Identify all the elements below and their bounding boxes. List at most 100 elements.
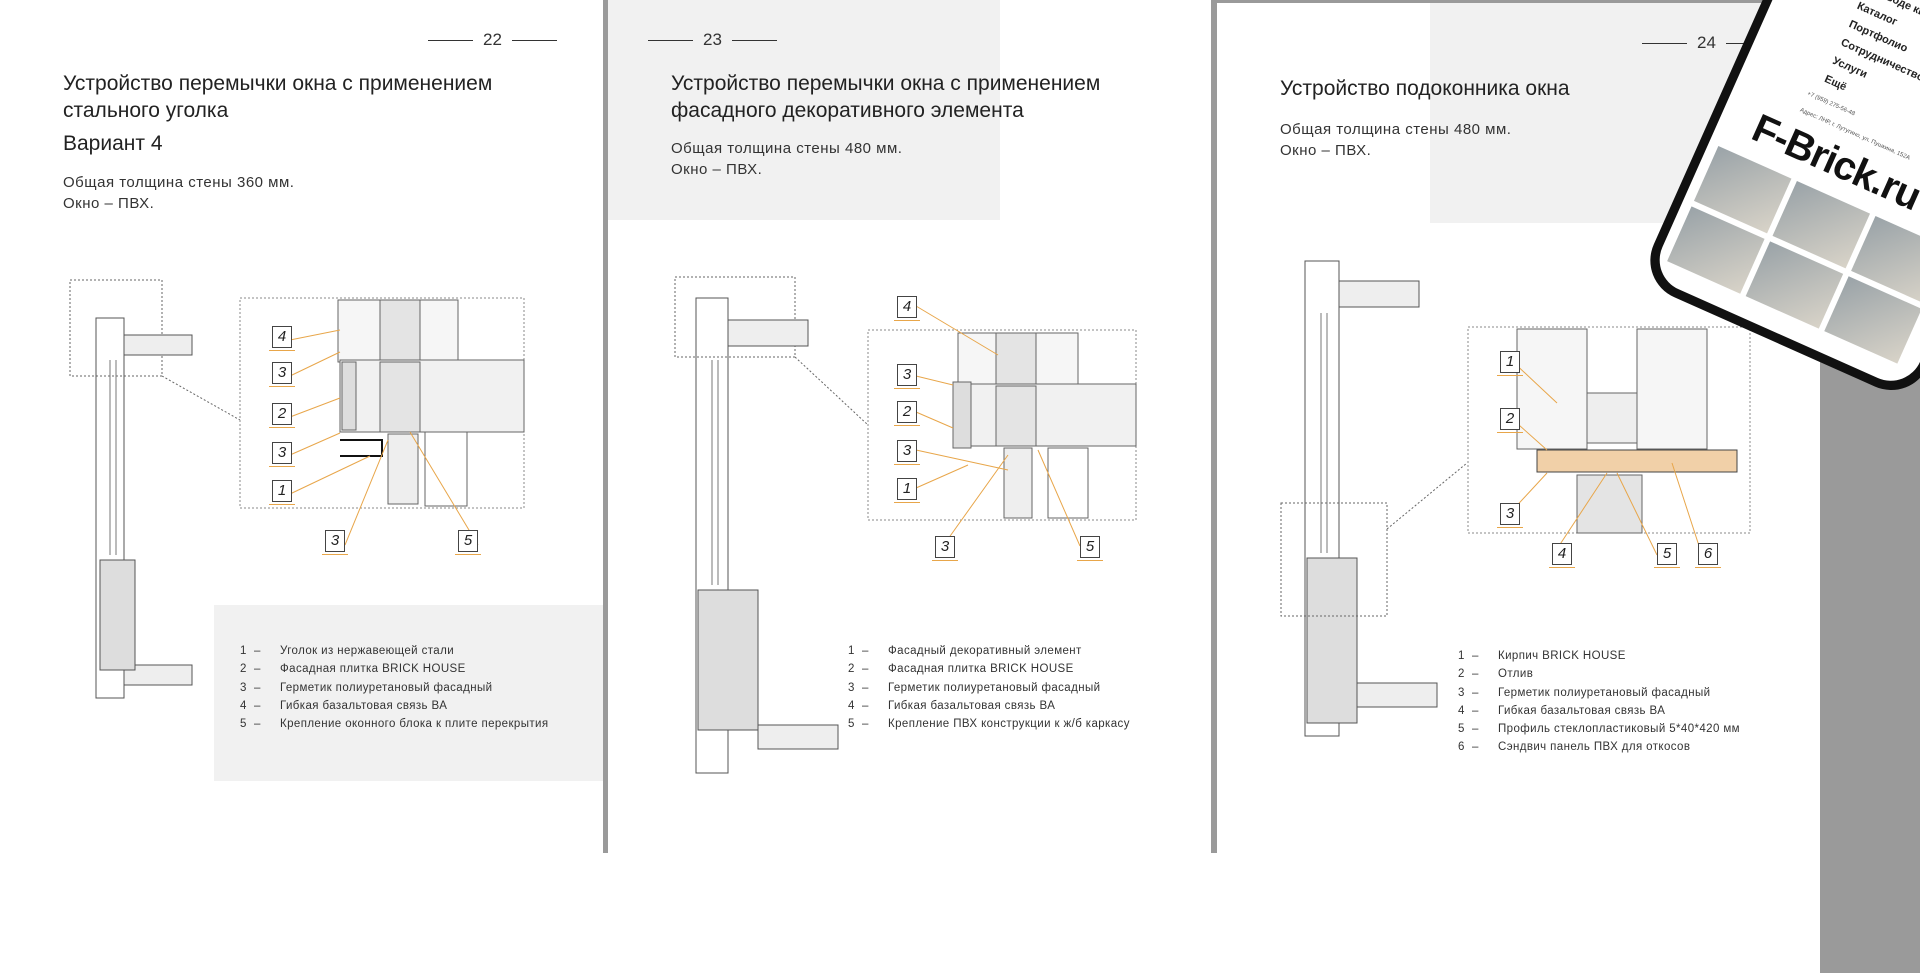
legend-item: 1 – Фасадный декоративный элемент [848,642,1130,660]
callout-5: 5 [1077,536,1103,561]
callout-3: 3 [269,362,295,387]
legend-item: 4 – Гибкая базальтовая связь ВА [240,697,549,715]
title-line: Устройство перемычки окна с применением [63,72,493,95]
description: Общая толщина стены 480 мм. Окно – ПВХ. [1280,119,1511,161]
legend-item: 3 – Герметик полиуретановый фасадный [240,679,549,697]
variant-label: Вариант 4 [63,132,163,155]
legend-num: 2 – [1458,668,1479,681]
page-number: 23 [648,30,777,50]
legend-num: 2 – [240,663,261,676]
page-number-text: 22 [483,30,502,49]
legend: 1 – Фасадный декоративный элемент 2 – Фаса… [848,642,1130,733]
legend-num: 1 – [1458,650,1479,662]
legend-text: Профиль стеклопластиковый 5*40*420 мм [1498,723,1740,736]
legend: 1 – Уголок из нержавеющей стали 2 – Фасадн… [240,642,549,733]
callout-4: 4 [1549,543,1575,568]
legend-num: 3 – [1458,686,1479,699]
callout-5: 5 [1654,543,1680,568]
legend-item: 1 – Кирпич BRICK HOUSE [1458,647,1740,665]
callout-5: 5 [455,530,481,555]
page-23: 23 Устройство перемычки окна с применени… [608,0,1211,853]
legend-item: 1 – Уголок из нержавеющей стали [240,642,549,660]
section-drawing [674,276,1137,774]
page-title: Устройство перемычки окна с применением с… [63,70,492,124]
callout-3: 3 [932,536,958,561]
legend-item: 2 – Фасадная плитка BRICK HOUSE [848,660,1130,678]
legend-text: Герметик полиуретановый фасадный [280,681,493,694]
page-22: 22 Устройство перемычки окна с применени… [0,0,604,853]
legend-num: 1 – [240,645,261,657]
description: Общая толщина стены 480 мм. Окно – ПВХ. [671,138,902,180]
legend-item: 2 – Фасадная плитка BRICK HOUSE [240,660,549,678]
legend-text: Гибкая базальтовая связь ВА [888,699,1056,712]
desc-line: Общая толщина стены 360 мм. [63,174,295,191]
page-divider [1211,0,1217,853]
legend-text: Крепление ПВХ конструкции к ж/б каркасу [888,718,1130,731]
legend-text: Гибкая базальтовая связь ВА [280,699,448,712]
callout-2: 2 [894,401,920,426]
callout-2: 2 [269,403,295,428]
legend-num: 4 – [240,699,261,712]
legend-text: Гибкая базальтовая связь ВА [1498,704,1666,717]
page-title: Устройство перемычки окна с применением ф… [671,70,1100,124]
callout-1: 1 [894,478,920,503]
description: Общая толщина стены 360 мм. Окно – ПВХ. [63,172,294,214]
callout-4: 4 [894,296,920,321]
callout-1: 1 [269,480,295,505]
callout-3: 3 [1497,503,1523,528]
legend-text: Отлив [1498,668,1534,681]
desc-line: Общая толщина стены 480 мм. [671,140,903,157]
legend-item: 4 – Гибкая базальтовая связь ВА [1458,702,1740,720]
legend: 1 – Кирпич BRICK HOUSE 2 – Отлив 3 – Гермет… [1458,647,1740,757]
legend-num: 3 – [848,681,869,694]
legend-text: Герметик полиуретановый фасадный [888,681,1101,694]
desc-line: Окно – ПВХ. [63,195,155,212]
legend-num: 5 – [1458,723,1479,736]
desc-line: Общая толщина стены 480 мм. [1280,121,1512,138]
section-drawing [69,279,525,699]
legend-num: 2 – [848,663,869,676]
title-line: Устройство перемычки окна с применением [671,72,1101,95]
page-24: 24 Устройство подоконника окна Общая тол… [1217,0,1820,853]
legend-item: 6 – Сэндвич панель ПВХ для откосов [1458,738,1740,756]
legend-num: 4 – [848,699,869,712]
legend-text: Герметик полиуретановый фасадный [1498,686,1711,699]
legend-text: Крепление оконного блока к плите перекры… [280,718,549,731]
title-line: Устройство подоконника окна [1280,77,1570,100]
desc-line: Окно – ПВХ. [671,161,763,178]
legend-text: Фасадная плитка BRICK HOUSE [888,663,1074,676]
legend-text: Уголок из нержавеющей стали [280,645,455,657]
callout-3: 3 [269,442,295,467]
legend-num: 3 – [240,681,261,694]
legend-num: 1 – [848,645,869,657]
title-line: фасадного декоративного элемента [671,99,1024,122]
callout-4: 4 [269,326,295,351]
legend-panel [214,605,604,781]
title-line: стального уголка [63,99,229,122]
callout-3: 3 [894,440,920,465]
legend-num: 5 – [240,718,261,731]
legend-item: 5 – Крепление оконного блока к плите пере… [240,715,549,733]
legend-text: Фасадный декоративный элемент [888,645,1082,657]
callout-3: 3 [322,530,348,555]
header-panel [608,0,1000,220]
desc-line: Окно – ПВХ. [1280,142,1372,159]
legend-num: 4 – [1458,704,1479,717]
callout-3: 3 [894,364,920,389]
page-divider [603,0,608,853]
callout-1: 1 [1497,351,1523,376]
callout-6: 6 [1695,543,1721,568]
legend-text: Сэндвич панель ПВХ для откосов [1498,741,1691,754]
legend-num: 6 – [1458,741,1479,754]
legend-item: 5 – Профиль стеклопластиковый 5*40*420 мм [1458,720,1740,738]
legend-item: 2 – Отлив [1458,665,1740,683]
callout-2: 2 [1497,408,1523,433]
legend-num: 5 – [848,718,869,731]
legend-text: Фасадная плитка BRICK HOUSE [280,663,466,676]
legend-text: Кирпич BRICK HOUSE [1498,650,1626,662]
legend-item: 5 – Крепление ПВХ конструкции к ж/б карка… [848,715,1130,733]
page-number-text: 24 [1697,33,1716,52]
page-number: 22 [428,30,557,50]
legend-item: 3 – Герметик полиуретановый фасадный [1458,684,1740,702]
legend-item: 3 – Герметик полиуретановый фасадный [848,679,1130,697]
